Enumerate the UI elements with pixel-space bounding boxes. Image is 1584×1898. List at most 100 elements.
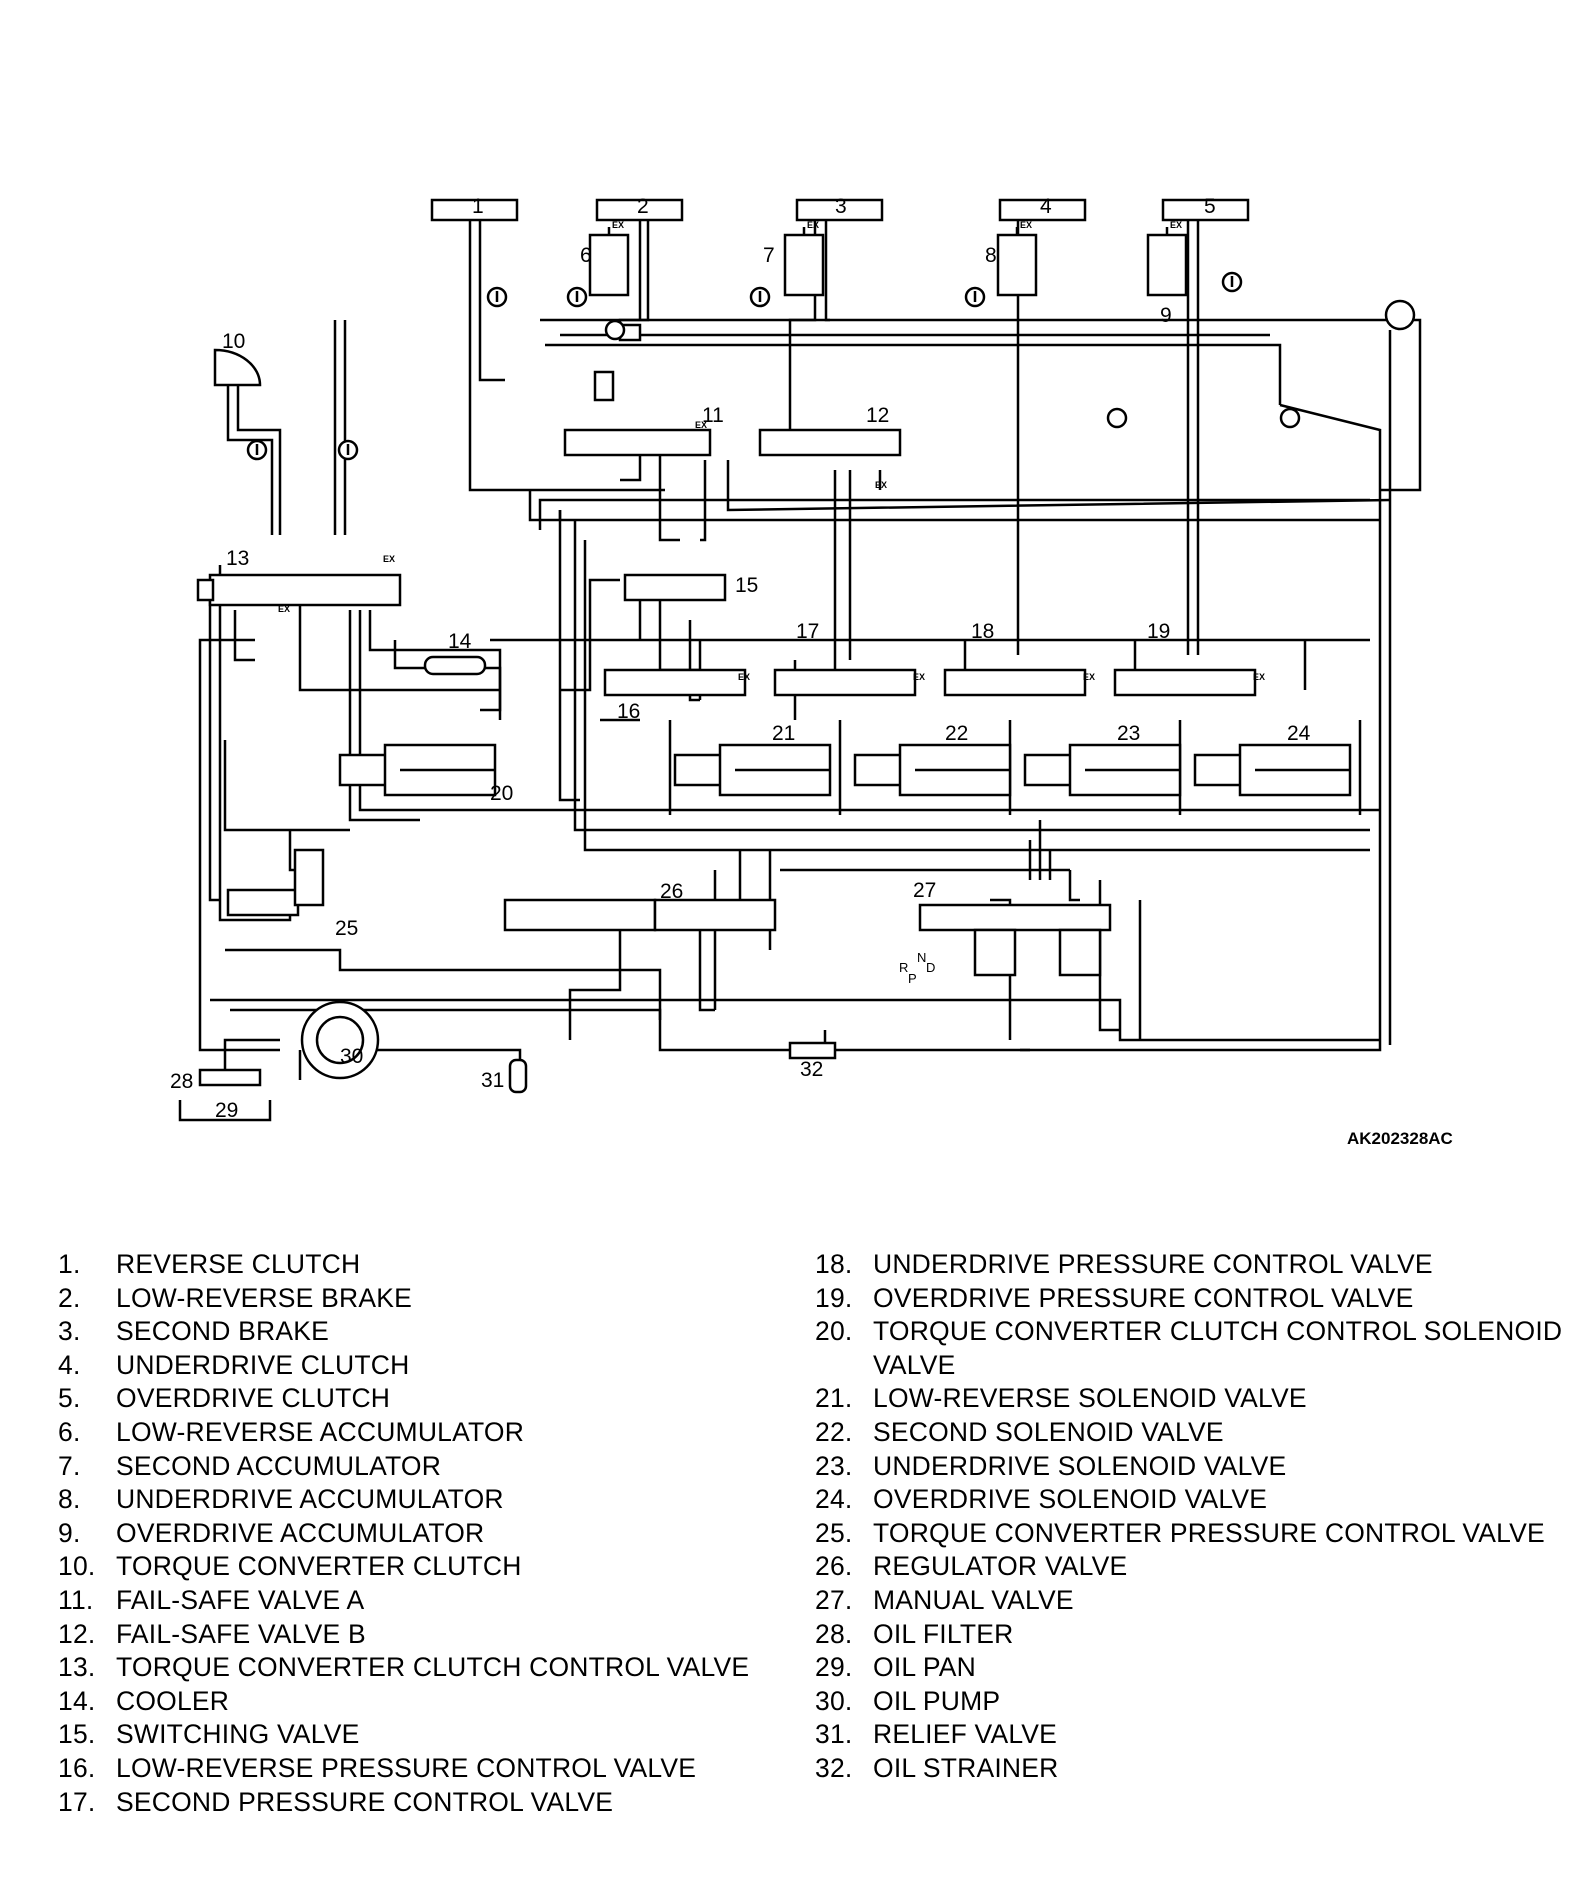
legend-number: 21. [815, 1383, 853, 1414]
legend-text: MANUAL VALVE [873, 1584, 1074, 1615]
legend-number: 6. [58, 1416, 81, 1447]
oil-line [545, 343, 1282, 405]
callout-19: 19 [1147, 620, 1170, 643]
oil-line [698, 930, 715, 1012]
legend-text: SECOND ACCUMULATOR [116, 1450, 442, 1481]
second-pressure-control-valve [773, 668, 917, 697]
callout-6: 6 [580, 244, 592, 267]
legend-text: OIL STRAINER [873, 1752, 1059, 1783]
legend-number: 5. [58, 1383, 81, 1414]
callout-28: 28 [170, 1070, 193, 1093]
legend-item: 24. OVERDRIVE SOLENOID VALVE [815, 1483, 1575, 1517]
oil-strainer [788, 1041, 837, 1060]
oil-line [583, 540, 1370, 852]
low-reverse-accumulator [588, 233, 630, 297]
legend-number: 26. [815, 1551, 853, 1582]
oil-line [223, 1038, 280, 1080]
callout-31: 31 [481, 1069, 504, 1092]
exhaust-label: EX [1020, 220, 1032, 230]
oil-line [208, 580, 220, 902]
legend-text: OIL PAN [873, 1652, 977, 1683]
legend-text: OVERDRIVE SOLENOID VALVE [873, 1484, 1268, 1515]
legend-text: OVERDRIVE PRESSURE CONTROL VALVE [873, 1282, 1414, 1313]
legend-item: 1. REVERSE CLUTCH [58, 1248, 778, 1282]
legend-number: 11. [58, 1584, 94, 1615]
legend-text: TORQUE CONVERTER PRESSURE CONTROL VALVE [873, 1517, 1545, 1548]
legend-text: LOW-REVERSE SOLENOID VALVE [873, 1383, 1307, 1414]
legend-item: 4.UNDERDRIVE CLUTCH [58, 1349, 778, 1383]
oil-line [298, 600, 500, 692]
second-accumulator [783, 233, 825, 297]
legend-item: 30.OIL PUMP [815, 1685, 1575, 1719]
legend-number: 8. [58, 1484, 81, 1515]
callout-12: 12 [866, 404, 889, 427]
callout-24: 24 [1287, 722, 1311, 745]
legend-right-column: 18. UNDERDRIVE PRESSURE CONTROL VALVE 19. O… [815, 1248, 1575, 1786]
oil-line [568, 930, 622, 1040]
legend-text: RELIEF VALVE [873, 1719, 1058, 1750]
oil-line [230, 1008, 1030, 1052]
oil-filter [198, 1068, 262, 1087]
exhaust-label: EX [695, 420, 707, 430]
oil-line [236, 385, 282, 535]
callout-3: 3 [835, 195, 847, 218]
oil-line [658, 440, 680, 542]
oil-line [700, 460, 707, 542]
cooler [423, 655, 487, 676]
legend-item: 2.LOW-REVERSE BRAKE [58, 1282, 778, 1316]
legend-item: 27. MANUAL VALVE [815, 1584, 1575, 1618]
legend-number: 30. [815, 1685, 853, 1716]
callout-7: 7 [763, 244, 775, 267]
callout-16: 16 [617, 700, 640, 723]
pressure-gauge-icon [1384, 299, 1416, 331]
legend-item: 20.TORQUE CONVERTER CLUTCH CONTROL SOLEN… [815, 1315, 1575, 1382]
legend-text: REVERSE CLUTCH [116, 1249, 361, 1279]
oil-line [1098, 880, 1120, 1032]
oil-line [726, 460, 1391, 512]
oil-line [560, 578, 620, 692]
legend-item: 26.REGULATOR VALVE [815, 1550, 1575, 1584]
legend-number: 22. [815, 1416, 853, 1447]
legend-item: 21. LOW-REVERSE SOLENOID VALVE [815, 1382, 1575, 1416]
legend-number: 12. [58, 1618, 96, 1649]
components [196, 198, 1416, 1094]
callout-23: 23 [1117, 722, 1140, 745]
callout-4: 4 [1040, 195, 1052, 218]
manual-valve-body [973, 928, 1017, 977]
underdrive-pressure-control-valve [943, 668, 1087, 697]
legend-item: 12.FAIL-SAFE VALVE B [58, 1618, 778, 1652]
legend-number: 18. [815, 1249, 853, 1279]
relief-valve [508, 1058, 528, 1094]
legend-item: 3.SECOND BRAKE [58, 1315, 778, 1349]
check-ball-icon [1106, 407, 1128, 429]
legend-number: 13. [58, 1652, 96, 1683]
legend-item: 7.SECOND ACCUMULATOR [58, 1450, 778, 1484]
legend-text: UNDERDRIVE PRESSURE CONTROL VALVE [873, 1249, 1433, 1279]
callout-22: 22 [945, 722, 968, 745]
oil-line [620, 450, 642, 482]
legend-number: 27. [815, 1584, 853, 1615]
oil-line [540, 318, 1422, 492]
legend-item: 8.UNDERDRIVE ACCUMULATOR [58, 1483, 778, 1517]
torque-converter-clutch [213, 348, 262, 387]
check-ball-icon [1279, 407, 1301, 429]
legend-number: 19. [815, 1282, 853, 1313]
line-reverse-clutch [468, 215, 665, 492]
exhaust-label: EX [738, 672, 750, 682]
legend-number: 1. [58, 1249, 81, 1279]
legend-text: TORQUE CONVERTER CLUTCH CONTROL VALVE [116, 1652, 750, 1683]
hydraulic-lines [178, 215, 1422, 1122]
legend-number: 24. [815, 1484, 853, 1515]
legend-text: TORQUE CONVERTER CLUTCH CONTROL SOLENOID… [873, 1316, 1563, 1380]
legend-number: 14. [58, 1685, 96, 1716]
legend-text: LOW-REVERSE PRESSURE CONTROL VALVE [116, 1752, 697, 1783]
callout-10: 10 [222, 330, 245, 353]
legend-text: SECOND BRAKE [116, 1316, 329, 1347]
oil-line [688, 620, 700, 702]
regulator-valve-spool [653, 898, 777, 932]
oil-line [348, 610, 420, 822]
legend-number: 29. [815, 1652, 853, 1683]
legend-number: 31. [815, 1719, 853, 1750]
manual-position-label: P [908, 971, 917, 986]
